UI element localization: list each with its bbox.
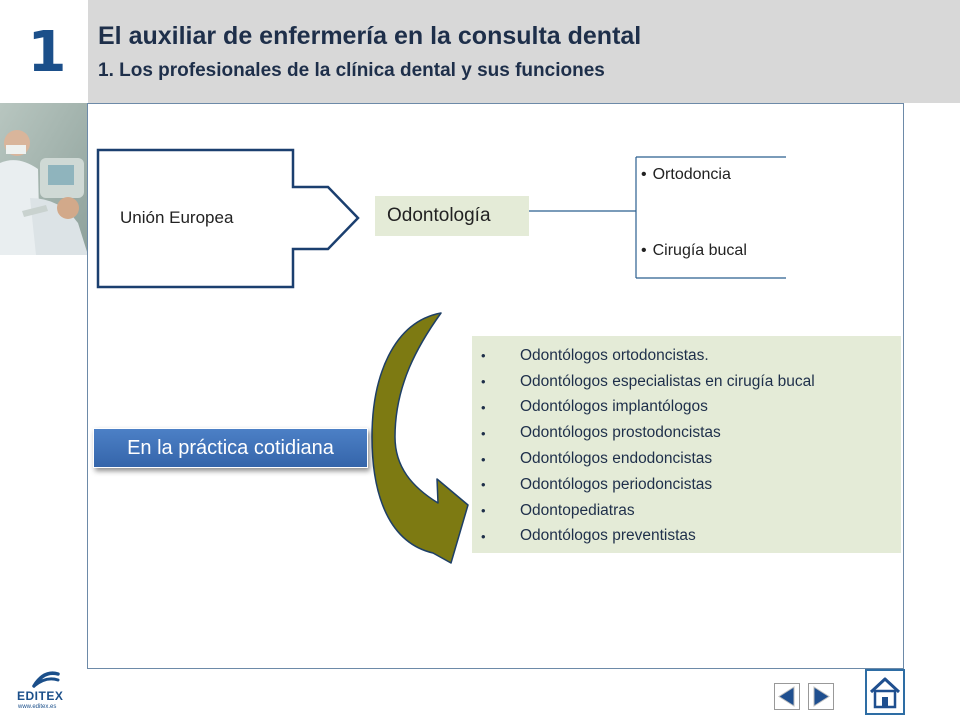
list-item-label: Odontólogos prostodoncistas: [520, 424, 721, 442]
union-europea-arrow-shape: [96, 148, 360, 289]
bullet-icon: •: [481, 374, 486, 390]
next-slide-button[interactable]: [808, 683, 834, 710]
bullet-icon: •: [481, 451, 486, 467]
list-item: • Odontólogos prostodoncistas: [472, 420, 901, 446]
house-icon: [869, 677, 901, 709]
bullet-icon: •: [641, 242, 647, 259]
list-item-label: Odontólogos preventistas: [520, 527, 696, 545]
list-item: • Odontólogos endodoncistas: [472, 446, 901, 472]
specialty-label: Ortodoncia: [652, 166, 731, 183]
bullet-icon: •: [481, 425, 486, 441]
specialty-item: • Cirugía bucal: [641, 240, 747, 262]
list-item: • Odontólogos implantólogos: [472, 395, 901, 421]
bullet-icon: •: [641, 166, 647, 183]
editex-logo-icon: [32, 671, 60, 688]
bullet-icon: •: [481, 477, 486, 493]
bullet-icon: •: [481, 399, 486, 415]
list-item-label: Odontólogos periodoncistas: [520, 475, 713, 493]
list-item: • Odontopediatras: [472, 498, 901, 524]
home-button[interactable]: [865, 669, 905, 715]
slide-subtitle: 1. Los profesionales de la clínica denta…: [98, 60, 605, 81]
bullet-icon: •: [481, 503, 486, 519]
dentist-photo: [0, 103, 88, 255]
list-item-label: Odontopediatras: [520, 501, 635, 519]
list-item-label: Odontólogos implantólogos: [520, 398, 708, 416]
previous-slide-button[interactable]: [774, 683, 800, 710]
editex-logo-url: www.editex.es: [18, 704, 57, 710]
list-item: • Odontólogos periodoncistas: [472, 472, 901, 498]
curved-olive-arrow: [371, 312, 469, 564]
specialty-label: Cirugía bucal: [652, 242, 747, 259]
bullet-icon: •: [481, 348, 486, 364]
practice-list: • Odontólogos ortodoncistas. • Odontólogos…: [472, 336, 901, 553]
list-item-label: Odontólogos especialistas en cirugía buc…: [520, 372, 815, 390]
odontologia-box: Odontología: [375, 196, 529, 236]
list-item: • Odontólogos especialistas en cirugía bu…: [472, 369, 901, 395]
editex-logo: [12, 668, 76, 712]
slide-number: 1: [27, 20, 67, 85]
union-europea-label: Unión Europea: [120, 208, 234, 227]
slide-title: El auxiliar de enfermería en la consulta…: [98, 22, 642, 50]
list-item: • Odontólogos ortodoncistas.: [472, 343, 901, 369]
list-item-label: Odontólogos ortodoncistas.: [520, 346, 709, 364]
list-item-label: Odontólogos endodoncistas: [520, 450, 713, 468]
specialty-item: • Ortodoncia: [641, 164, 731, 186]
list-item: • Odontólogos preventistas: [472, 524, 901, 550]
header-bar: [88, 0, 960, 103]
bullet-icon: •: [481, 528, 486, 544]
editex-logo-text: EDITEX: [17, 689, 64, 703]
practice-label-box: En la práctica cotidiana: [93, 428, 368, 468]
specialties-connector: [529, 156, 786, 279]
triangle-left-icon: [778, 686, 795, 707]
triangle-right-icon: [813, 686, 830, 707]
